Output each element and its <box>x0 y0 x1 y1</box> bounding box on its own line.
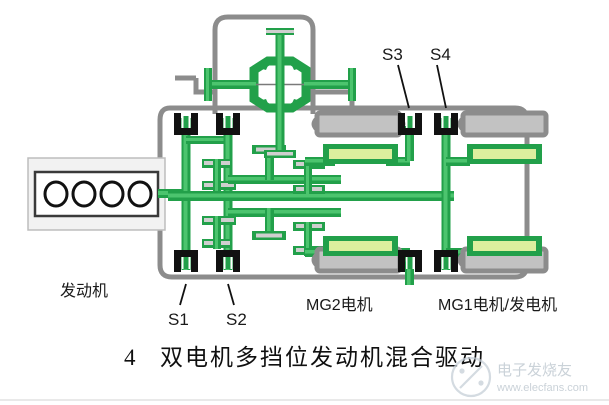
synchronizer-s3-top[interactable] <box>398 113 422 135</box>
watermark-cn: 电子发烧友 <box>497 362 572 379</box>
label-s4: S4 <box>430 45 451 64</box>
mg2-rotor-top <box>323 144 398 164</box>
watermark-url: www.elecfans.com <box>496 382 588 394</box>
caption-title: 双电机多挡位发动机混合驱动 <box>160 345 485 370</box>
leader-lines <box>179 64 447 306</box>
leader-s2 <box>227 283 235 306</box>
leader-s1 <box>179 283 187 306</box>
label-s1: S1 <box>168 310 189 329</box>
mg1-stator-top <box>457 110 549 138</box>
watermark-logo-icon <box>450 356 492 398</box>
synchronizers <box>174 113 458 272</box>
synchronizer-s2-top <box>216 113 240 135</box>
watermark: 电子发烧友 www.elecfans.com <box>450 356 588 398</box>
mg2-stator-top <box>311 110 406 138</box>
label-s2: S2 <box>226 310 247 329</box>
engine-cylinders <box>43 180 153 208</box>
engine-block <box>27 157 166 231</box>
leader-s3 <box>397 64 410 109</box>
synchronizer-s1-bottom[interactable] <box>174 250 198 272</box>
bevel-gear-differential <box>204 28 356 158</box>
gear-cluster-lower-left <box>202 216 236 249</box>
label-mg1: MG1电机/发电机 <box>438 296 557 314</box>
label-engine: 发动机 <box>60 282 108 300</box>
text-labels: S3 S4 S1 S2 发动机 MG2电机 MG1电机/发电机 <box>60 45 557 329</box>
motor-rotors <box>323 144 542 256</box>
figure-caption: 4 双电机多挡位发动机混合驱动 <box>124 345 485 370</box>
differential-housing-arch <box>175 14 355 114</box>
synchronizer-s4-top[interactable] <box>434 113 458 135</box>
mg1-rotor-bottom <box>467 236 542 256</box>
synchronizer-s4-bottom[interactable] <box>434 250 458 272</box>
caption-number: 4 <box>124 345 138 370</box>
mg2-rotor-bottom <box>323 236 398 256</box>
synchronizer-s3-bottom[interactable] <box>398 250 422 272</box>
mg1-rotor-top <box>467 144 542 164</box>
label-s3: S3 <box>382 45 403 64</box>
leader-s4 <box>436 64 447 109</box>
synchronizer-s2-bottom[interactable] <box>216 250 240 272</box>
synchronizer-s1-top <box>174 113 198 135</box>
gear-cluster-upper-left <box>202 159 236 191</box>
label-mg2: MG2电机 <box>306 296 373 314</box>
